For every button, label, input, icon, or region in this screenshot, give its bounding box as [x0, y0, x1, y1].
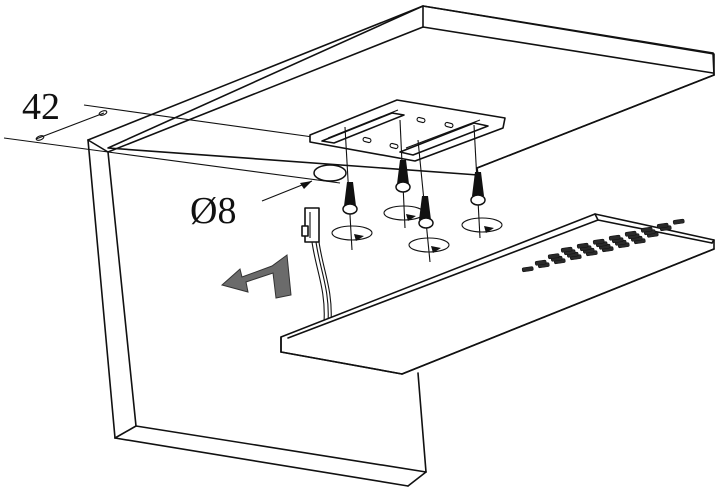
screw-3	[408, 139, 450, 263]
led-grid	[521, 218, 685, 273]
screw-1	[331, 126, 373, 251]
cabinet-shelf	[87, 5, 715, 487]
led-cell	[624, 230, 637, 237]
led-cell	[608, 234, 621, 241]
rotate-arrow-icon	[484, 226, 494, 233]
led-cell	[560, 246, 573, 253]
direction-arrow-icon	[220, 254, 292, 299]
screw-2	[383, 119, 425, 229]
led-cell	[534, 259, 547, 266]
rotate-arrow-icon	[406, 214, 416, 221]
led-cell	[576, 242, 589, 249]
led-cell	[547, 253, 560, 260]
rotate-arrow-icon	[431, 246, 441, 253]
led-cell	[672, 218, 685, 225]
leader-arrowhead-icon	[300, 181, 312, 189]
drill-diameter-label: Ø8	[190, 190, 237, 232]
mounting-plate	[309, 99, 506, 162]
cable-hole	[313, 164, 347, 182]
dimension-42	[3, 104, 321, 153]
led-light	[280, 213, 715, 375]
dimension-label: 42	[22, 86, 60, 128]
cable-connector	[301, 207, 332, 323]
rotate-arrow-icon	[354, 234, 364, 241]
screw-4	[461, 124, 503, 239]
reference-line	[107, 151, 341, 184]
led-cell	[656, 222, 669, 229]
screws	[331, 119, 503, 263]
led-cell	[640, 226, 653, 233]
led-cell	[592, 238, 605, 245]
led-cell	[521, 266, 534, 273]
